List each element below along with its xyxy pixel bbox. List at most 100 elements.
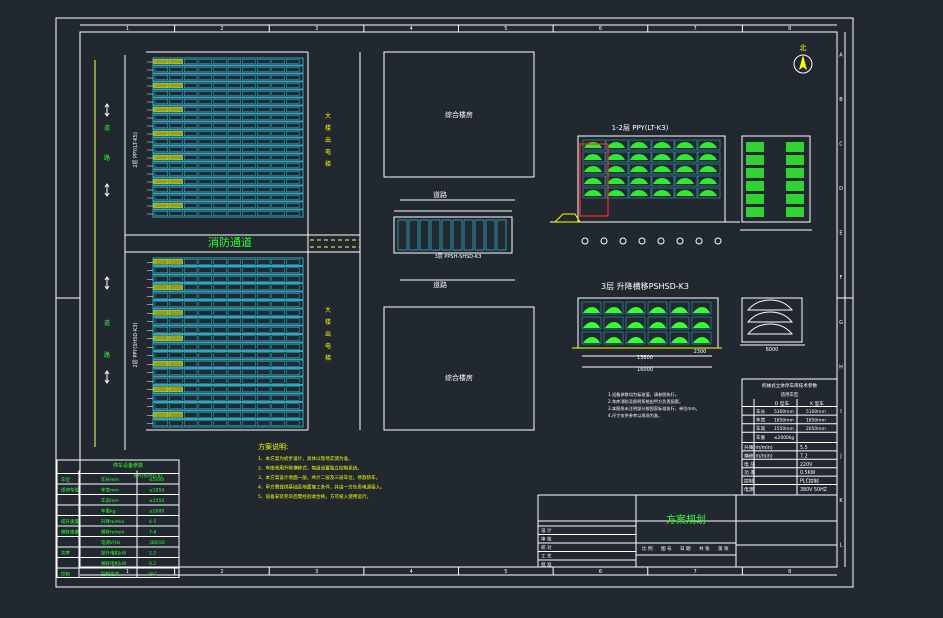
car-icon xyxy=(607,166,625,172)
parking-slot xyxy=(242,293,256,299)
parking-slot xyxy=(183,106,198,112)
side-car xyxy=(746,168,764,178)
car-highlight xyxy=(153,155,183,160)
frame-number: 1 xyxy=(126,569,129,575)
center-slot xyxy=(463,219,474,251)
parking-row xyxy=(152,169,304,178)
parking-slot xyxy=(227,202,242,208)
mid-road-top: 道路 xyxy=(433,190,447,199)
north-label: 北 xyxy=(800,44,807,52)
car-highlight xyxy=(153,259,183,265)
car-icon xyxy=(676,178,694,184)
parking-slot xyxy=(169,170,183,176)
parking-slot xyxy=(286,344,300,350)
frame-letter: D xyxy=(839,186,843,192)
car-icon xyxy=(584,190,602,196)
parking-slot xyxy=(242,412,256,418)
parking-slot xyxy=(242,378,256,384)
parking-slot xyxy=(227,178,242,184)
parking-slot xyxy=(169,74,183,80)
parking-slot xyxy=(271,138,285,144)
parking-slot xyxy=(242,122,256,128)
axis-bubble xyxy=(581,237,589,245)
car-highlight xyxy=(153,310,183,316)
building-top-label: 综合楼房 xyxy=(445,110,473,119)
parking-slot xyxy=(286,74,300,80)
center-slot xyxy=(441,219,452,251)
axis-bubble xyxy=(676,237,684,245)
slot-frame xyxy=(605,139,629,151)
vertical-char: 出 xyxy=(325,330,331,338)
slot-frame xyxy=(674,139,698,151)
parking-slot xyxy=(271,66,285,72)
row-label-top: 2层 PPY(LT-K5) xyxy=(133,132,139,168)
frame-letter: A xyxy=(839,52,843,58)
parking-slot xyxy=(286,386,300,393)
car-icon xyxy=(676,154,694,160)
parking-slot xyxy=(213,276,227,282)
slot-frame xyxy=(651,139,675,151)
parking-slot xyxy=(169,146,183,152)
spec-right-a: 1550mm xyxy=(774,426,794,432)
parking-slot xyxy=(286,59,300,65)
car-highlight xyxy=(153,412,183,418)
parking-slot xyxy=(183,122,198,128)
parking-slot xyxy=(169,395,183,401)
slot-frame xyxy=(625,331,646,345)
parking-slot xyxy=(271,412,285,418)
parking-slot xyxy=(213,82,227,88)
parking-slot xyxy=(198,59,212,65)
spec-right-key: 车宽 xyxy=(756,417,766,424)
spec-left-frame xyxy=(56,459,180,578)
parking-slot xyxy=(213,202,227,208)
parking-slot xyxy=(271,98,285,104)
parking-slot xyxy=(257,403,271,410)
parking-slot xyxy=(198,74,212,80)
outer-frame xyxy=(55,17,854,588)
parking-slot xyxy=(257,130,271,136)
parking-slot xyxy=(169,162,183,168)
parking-row xyxy=(152,145,304,154)
car-highlight xyxy=(153,361,183,367)
side-car xyxy=(786,155,804,165)
title-block-row: 审 核 xyxy=(541,536,552,543)
side-car xyxy=(786,207,804,217)
parking-slot xyxy=(257,194,271,200)
parking-slot xyxy=(271,395,285,401)
parking-slot xyxy=(183,178,198,184)
parking-slot xyxy=(242,186,256,192)
parking-slot xyxy=(271,335,285,342)
parking-slot xyxy=(227,106,242,112)
car-icon xyxy=(676,166,694,172)
parking-slot xyxy=(271,170,285,176)
title-block-col: 图 号 xyxy=(661,546,672,552)
parking-slot xyxy=(242,386,256,393)
axis-bubble xyxy=(638,237,646,245)
parking-slot xyxy=(198,267,212,274)
parking-slot xyxy=(286,335,300,342)
frame-number: 3 xyxy=(315,569,318,575)
parking-slot xyxy=(286,318,300,325)
parking-slot xyxy=(198,146,212,152)
vertical-char: 梯 xyxy=(325,354,331,362)
parking-slot xyxy=(198,202,212,208)
parking-slot xyxy=(286,403,300,410)
car-icon xyxy=(583,322,600,328)
fire-lane-label: 消防通道 xyxy=(208,235,252,249)
parking-slot xyxy=(227,210,242,216)
parking-row xyxy=(152,342,304,351)
car-icon xyxy=(699,190,717,196)
parking-slot xyxy=(169,352,183,359)
dim-2300: 2300 xyxy=(694,349,707,355)
car-icon xyxy=(649,307,666,313)
parking-slot xyxy=(198,162,212,168)
parking-slot xyxy=(198,170,212,176)
frame-letter: I xyxy=(840,409,841,415)
parking-slot xyxy=(183,74,198,80)
car-icon xyxy=(607,190,625,196)
spec-left-val: 0.2 xyxy=(149,561,156,567)
parking-slot xyxy=(271,403,285,410)
parking-slot xyxy=(242,194,256,200)
slot-frame xyxy=(697,187,721,199)
